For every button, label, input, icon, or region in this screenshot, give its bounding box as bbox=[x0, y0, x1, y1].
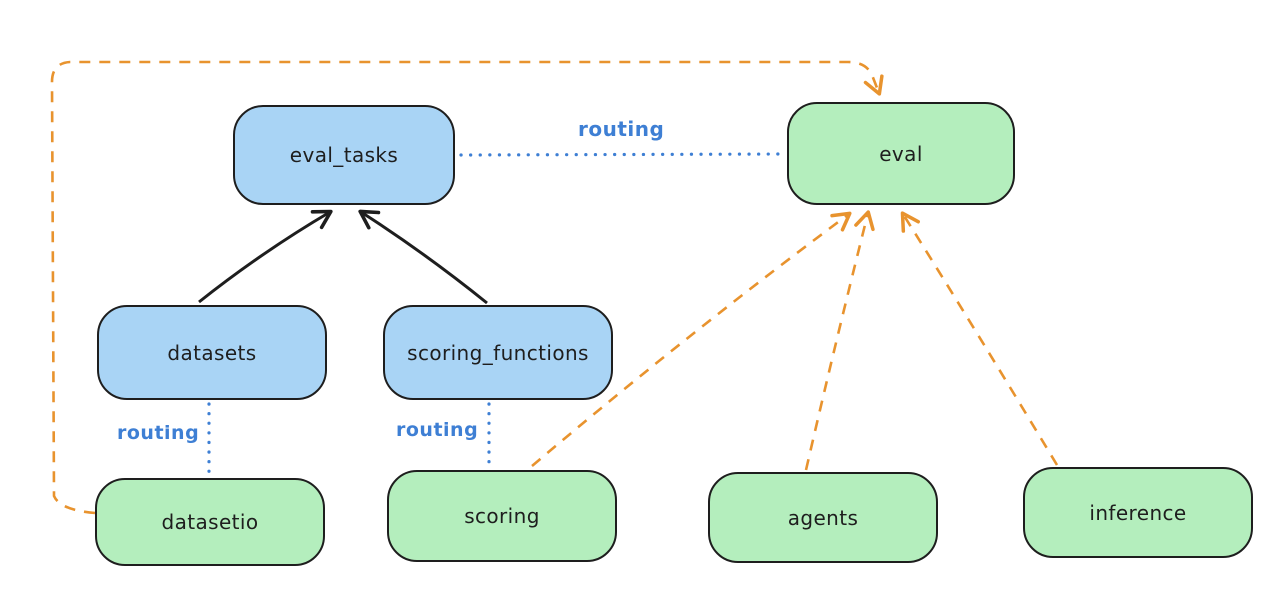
routing-label-datasets-datasetio: routing bbox=[117, 422, 200, 444]
routing-label-scoring-functions-scoring: routing bbox=[396, 419, 479, 441]
node-datasets: datasets bbox=[97, 305, 327, 400]
routing-label-eval-tasks-eval: routing bbox=[578, 117, 665, 141]
edge-scoring-functions-to-eval-tasks bbox=[358, 209, 488, 305]
edge-agents-to-eval-dashed bbox=[804, 210, 875, 471]
node-eval: eval bbox=[787, 102, 1015, 205]
node-datasetio: datasetio bbox=[95, 478, 325, 566]
node-eval-label: eval bbox=[879, 141, 923, 166]
edge-inference-to-eval-dashed bbox=[900, 211, 1059, 466]
edge-scoring-to-eval-dashed bbox=[531, 211, 852, 467]
node-agents-label: agents bbox=[787, 505, 859, 530]
node-scoring: scoring bbox=[387, 470, 617, 562]
node-inference-label: inference bbox=[1089, 500, 1187, 525]
node-datasets-label: datasets bbox=[167, 340, 257, 365]
node-datasetio-label: datasetio bbox=[161, 510, 259, 534]
node-scoring-functions: scoring_functions bbox=[383, 305, 613, 400]
node-scoring-functions-label: scoring_functions bbox=[407, 340, 589, 365]
node-scoring-label: scoring bbox=[464, 504, 540, 528]
edge-datasets-to-eval-tasks bbox=[198, 209, 333, 304]
node-inference: inference bbox=[1023, 467, 1253, 558]
edge-datasetio-to-eval-dashed-loop bbox=[50, 60, 884, 515]
node-eval-tasks-label: eval_tasks bbox=[289, 143, 399, 167]
edge-eval-tasks-to-eval-dotted bbox=[459, 152, 785, 157]
node-eval-tasks: eval_tasks bbox=[233, 105, 455, 205]
node-agents: agents bbox=[708, 472, 938, 563]
